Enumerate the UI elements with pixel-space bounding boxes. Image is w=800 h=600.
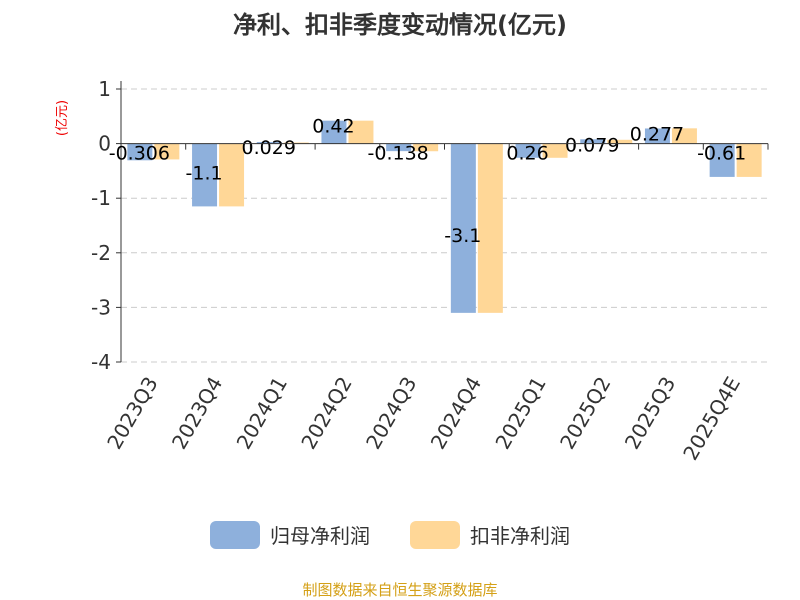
bar-deducted-profit [283, 142, 309, 144]
bar-net-profit [192, 143, 218, 207]
bar-deducted-profit [736, 143, 762, 177]
bar-deducted-profit [607, 139, 633, 144]
bar-deducted-profit [671, 128, 697, 144]
legend-swatch [410, 521, 460, 549]
data-label: 0.029 [242, 137, 296, 159]
data-label: 0.26 [506, 143, 548, 165]
bar-deducted-profit [348, 120, 374, 144]
legend-swatch [210, 521, 260, 549]
bar-net-profit [256, 142, 282, 144]
bar-deducted-profit [542, 143, 568, 158]
x-tick-label: 2024Q3 [361, 373, 421, 454]
y-tick-label: 1 [98, 77, 111, 101]
data-label: -0.306 [109, 143, 170, 165]
x-tick-label: 2024Q4 [426, 372, 486, 453]
data-label: -0.61 [697, 143, 746, 165]
x-tick-label: 2023Q3 [102, 373, 162, 454]
x-tick-label: 2024Q1 [232, 373, 292, 454]
data-label: 0.42 [312, 116, 354, 138]
bar-net-profit [321, 120, 347, 144]
x-tick-label: 2025Q3 [620, 373, 680, 454]
y-tick-label: -3 [91, 295, 111, 319]
data-label: 0.277 [630, 123, 684, 145]
bar-net-profit [386, 143, 412, 152]
bar-net-profit [515, 143, 541, 158]
bar-net-profit [450, 143, 476, 313]
legend-label: 归母净利润 [270, 524, 370, 548]
data-label: -3.1 [444, 225, 481, 247]
y-tick-label: -1 [91, 186, 111, 210]
y-tick-label: -4 [91, 350, 111, 374]
x-tick-label: 2025Q1 [490, 373, 550, 454]
x-tick-label: 2025Q2 [555, 373, 615, 454]
bar-deducted-profit [219, 143, 245, 207]
x-tick-label: 2024Q2 [296, 373, 356, 454]
bar-deducted-profit [413, 143, 439, 152]
bar-net-profit [580, 139, 606, 144]
chart-title: 净利、扣非季度变动情况(亿元) [233, 11, 567, 39]
data-label: 0.079 [565, 134, 619, 156]
data-label: -0.138 [368, 143, 429, 165]
x-tick-label: 2023Q4 [167, 373, 227, 454]
source-note: 制图数据来自恒生聚源数据库 [302, 581, 497, 599]
bar-net-profit [644, 128, 670, 144]
y-tick-label: -2 [91, 241, 111, 265]
y-tick-label: 0 [98, 132, 111, 156]
legend-label: 扣非净利润 [470, 524, 570, 548]
bar-net-profit [127, 143, 153, 161]
bar-deducted-profit [477, 143, 503, 313]
x-tick-label: 2025Q4E [678, 373, 745, 465]
y-axis-label: (亿元) [55, 100, 70, 136]
bar-deducted-profit [154, 143, 180, 160]
bar-net-profit [709, 143, 735, 177]
data-label: -1.1 [186, 163, 223, 185]
